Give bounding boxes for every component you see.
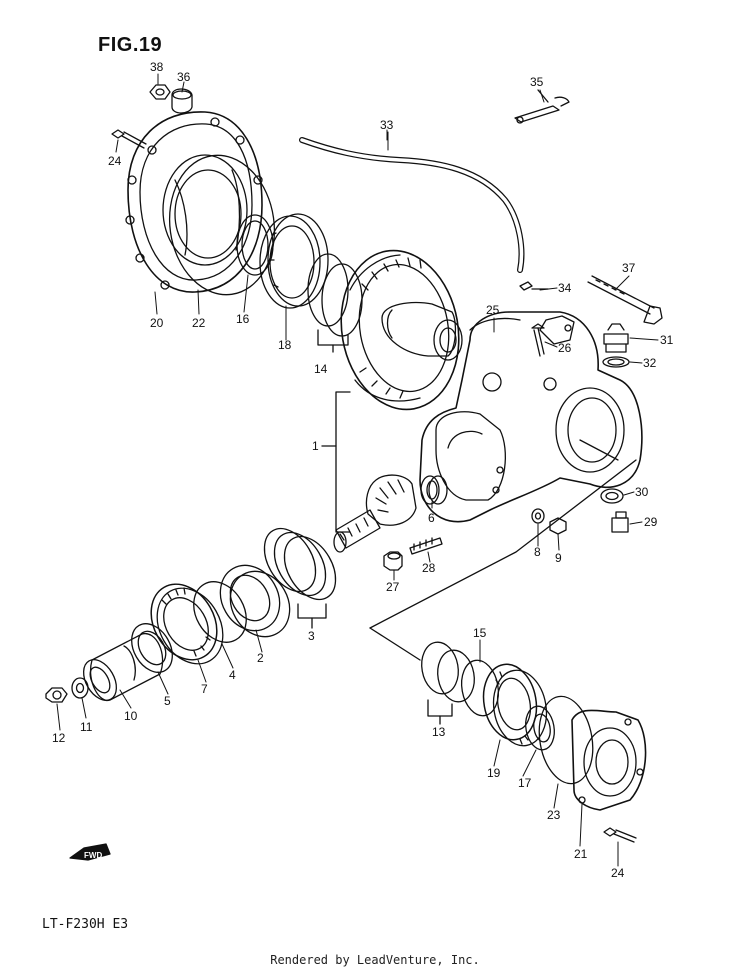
callout-labels: 38 36 24 20 22 16 18 14 33 35 37 34 25 2… <box>52 60 674 880</box>
part-washer-8 <box>531 508 545 524</box>
callout-15: 15 <box>473 626 487 640</box>
part-bearing-19 <box>482 663 548 747</box>
part-pinion-gear <box>333 474 417 553</box>
part-bolt-24-bottom <box>603 827 637 843</box>
callout-18: 18 <box>278 338 292 352</box>
leader-lines <box>56 73 659 867</box>
callout-1: 1 <box>312 439 319 453</box>
part-shim-4 <box>193 581 247 643</box>
callout-38: 38 <box>150 60 164 74</box>
part-hose-33 <box>299 131 525 273</box>
part-oring-22 <box>168 154 276 296</box>
figure-title: FIG.19 <box>98 34 163 56</box>
callout-12: 12 <box>52 731 66 745</box>
callout-29: 29 <box>644 515 658 529</box>
callout-4: 4 <box>229 668 236 682</box>
part-bolt-26 <box>531 323 545 357</box>
part-cover-20 <box>125 111 263 293</box>
callout-8: 8 <box>534 545 541 559</box>
part-gasket-30 <box>600 488 624 504</box>
part-plug-29 <box>611 511 629 533</box>
callout-25: 25 <box>486 303 500 317</box>
callout-24-top: 24 <box>108 154 122 168</box>
part-bushing-36 <box>171 88 193 114</box>
part-bolt-37 <box>587 275 663 325</box>
bracket-assembly-1 <box>321 391 351 533</box>
part-spacer-5 <box>131 623 173 673</box>
part-gasket-32 <box>602 356 630 368</box>
callout-36: 36 <box>177 70 191 84</box>
callout-27: 27 <box>386 580 400 594</box>
part-nut-27 <box>383 551 403 571</box>
callout-3: 3 <box>308 629 315 643</box>
part-bearing-18 <box>259 213 329 309</box>
part-oring-23 <box>538 695 594 785</box>
callout-30: 30 <box>635 485 649 499</box>
callout-24-bottom: 24 <box>611 866 625 880</box>
callout-35: 35 <box>530 75 544 89</box>
callout-26: 26 <box>558 341 572 355</box>
callout-32: 32 <box>643 356 657 370</box>
part-coupling-10 <box>82 633 164 701</box>
callout-13: 13 <box>432 725 446 739</box>
part-stud-28 <box>409 537 443 555</box>
lower-assembly-guide <box>369 459 637 661</box>
callout-37: 37 <box>622 261 636 275</box>
callout-22: 22 <box>192 316 206 330</box>
part-clamp-35 <box>514 89 570 124</box>
part-shims-3 <box>263 527 337 629</box>
part-plug-31 <box>603 323 629 353</box>
part-ring-gear <box>340 249 463 411</box>
part-housing-21 <box>571 709 647 811</box>
callout-20: 20 <box>150 316 164 330</box>
part-orings-13 <box>421 641 475 725</box>
part-nut-38 <box>149 84 171 100</box>
callout-16: 16 <box>236 312 250 326</box>
render-credit: Rendered by LeadVenture, Inc. <box>270 953 480 967</box>
part-washer-11 <box>71 677 89 699</box>
part-bolt-9 <box>549 517 567 535</box>
callout-34: 34 <box>558 281 572 295</box>
fwd-arrow-icon: FWD <box>69 843 111 861</box>
part-screw-34 <box>519 281 549 291</box>
callout-6: 6 <box>428 511 435 525</box>
callout-9: 9 <box>555 551 562 565</box>
callout-7: 7 <box>201 682 208 696</box>
model-code: LT-F230H E3 <box>42 917 129 932</box>
callout-21: 21 <box>574 847 588 861</box>
callout-5: 5 <box>164 694 171 708</box>
callout-19: 19 <box>487 766 501 780</box>
part-nut-12 <box>45 687 68 703</box>
fwd-label: FWD <box>84 851 102 860</box>
callout-11: 11 <box>80 720 93 734</box>
part-bearing-2 <box>219 564 291 638</box>
part-seal-17 <box>525 705 555 751</box>
part-bolt-24-top <box>111 129 147 149</box>
callout-33: 33 <box>380 118 394 132</box>
callout-2: 2 <box>257 651 264 665</box>
part-seal-6 <box>420 475 448 505</box>
callout-31: 31 <box>660 333 674 347</box>
callout-17: 17 <box>518 776 532 790</box>
callout-23: 23 <box>547 808 561 822</box>
callout-14: 14 <box>314 362 328 376</box>
part-shims-14 <box>307 253 363 353</box>
callout-28: 28 <box>422 561 436 575</box>
callout-10: 10 <box>124 709 138 723</box>
